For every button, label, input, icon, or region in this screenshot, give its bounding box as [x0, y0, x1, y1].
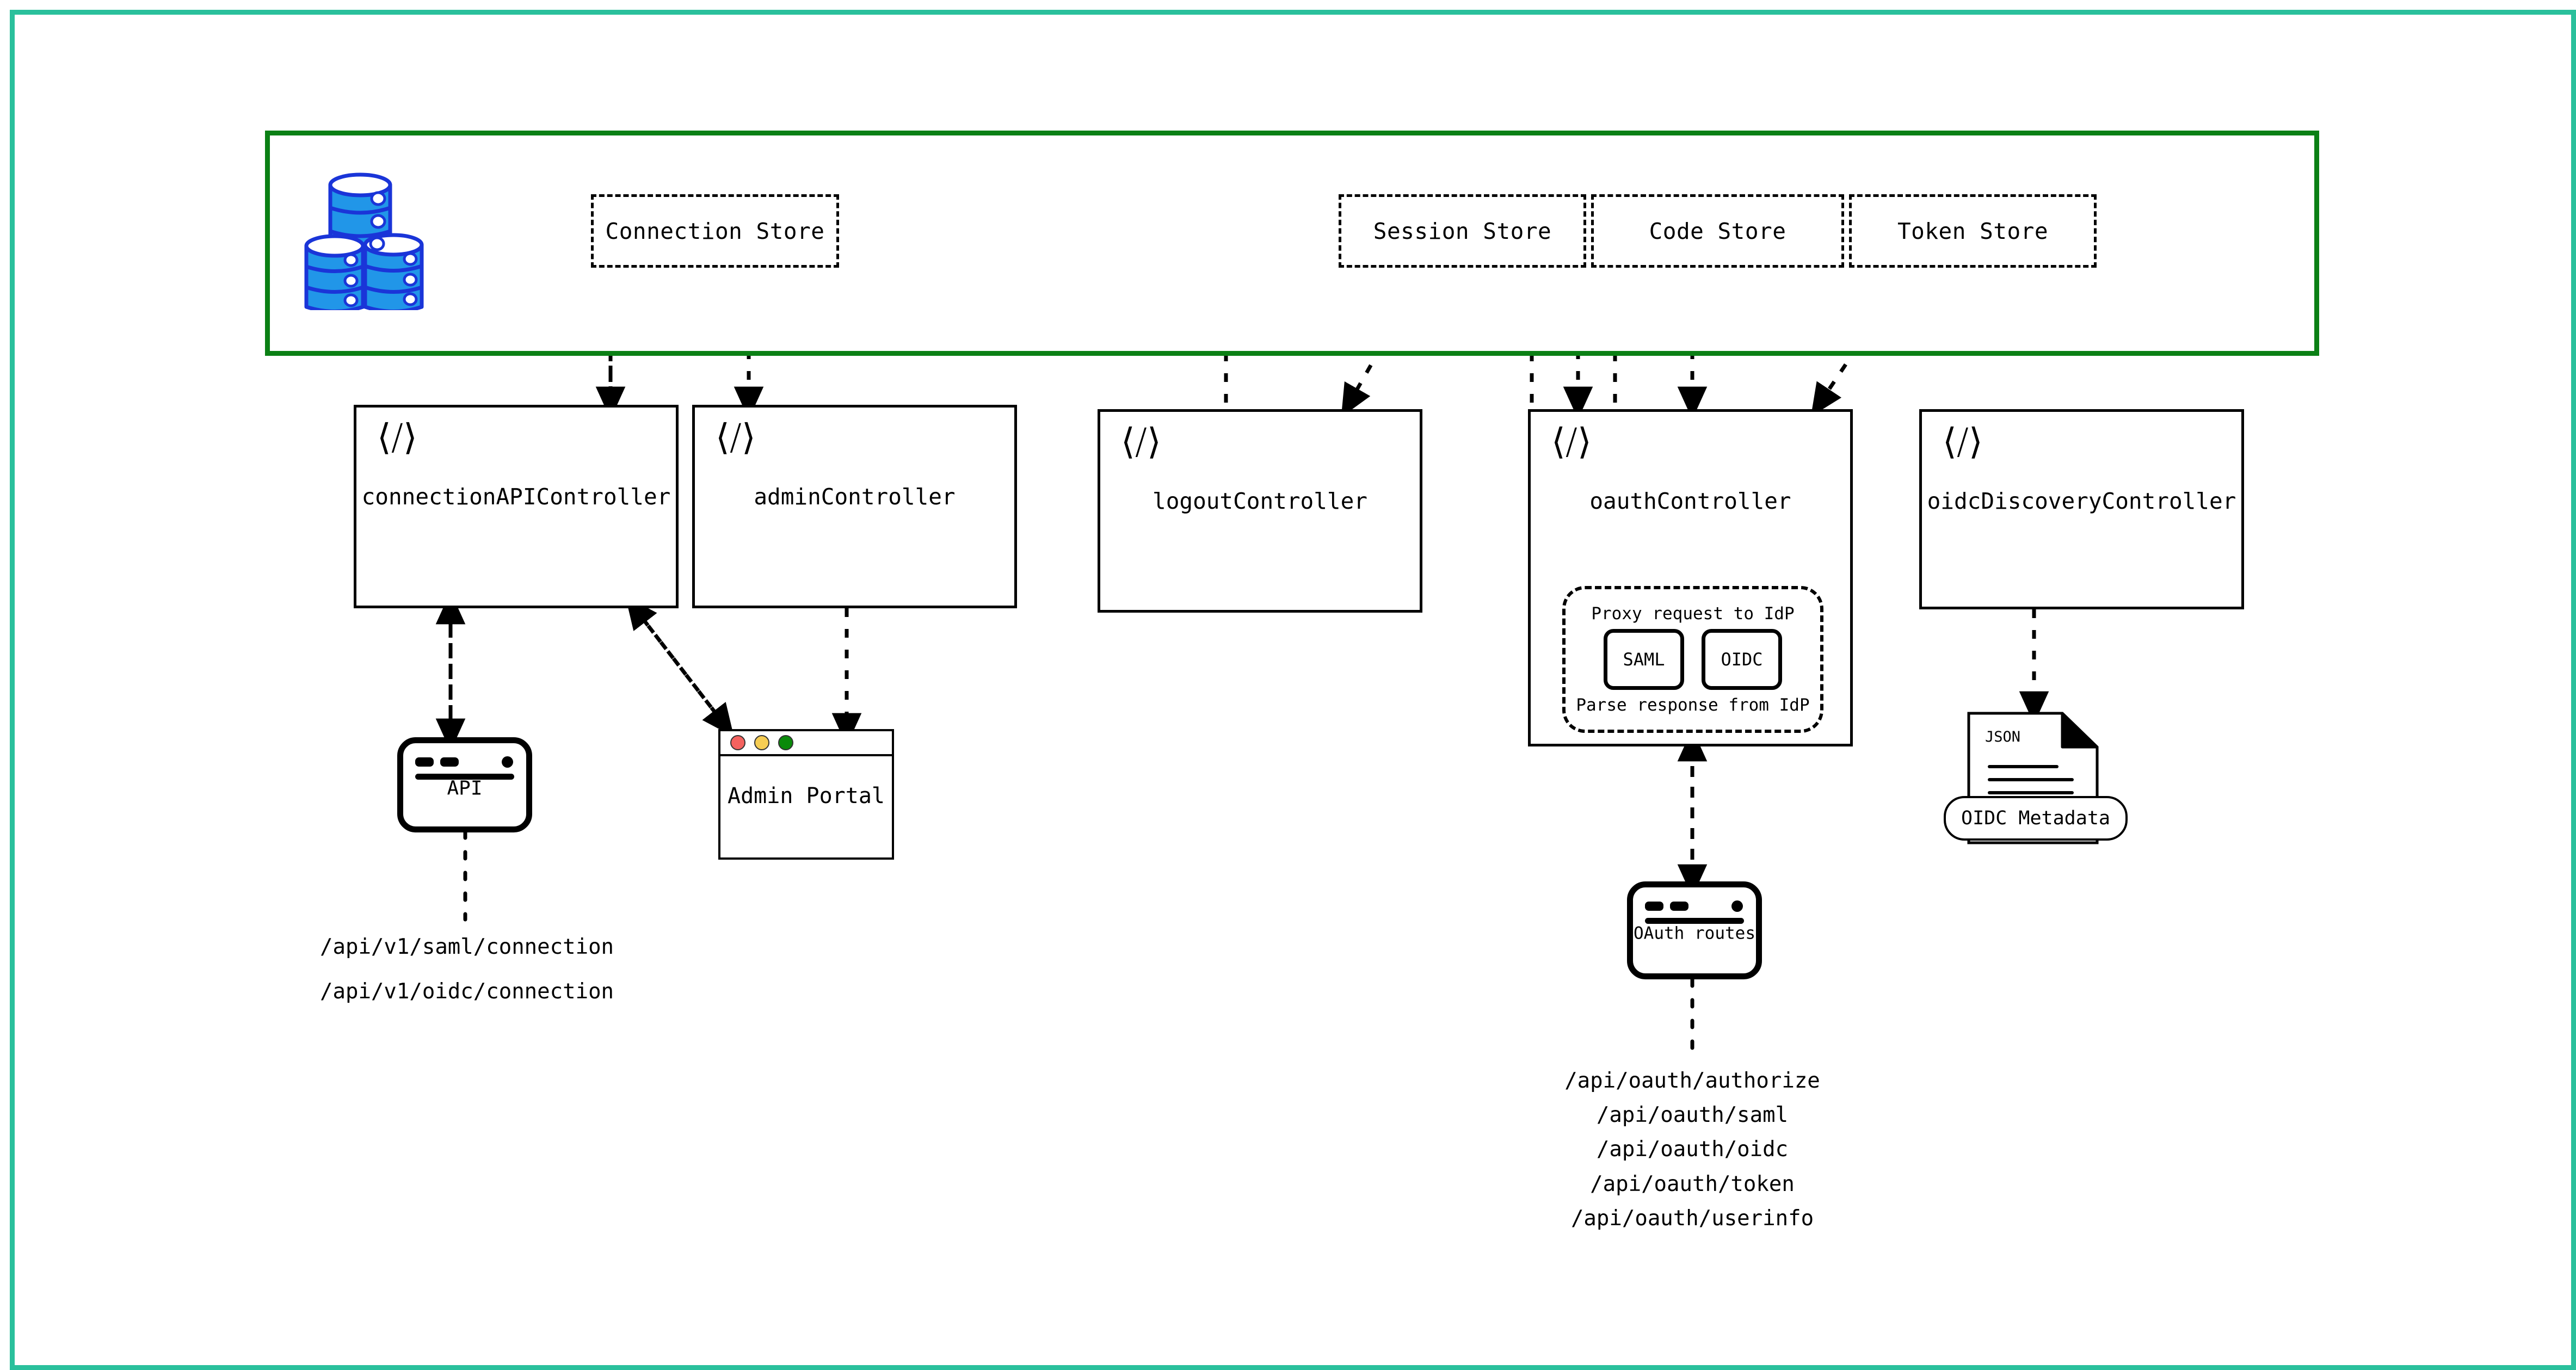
code-tag-icon: ⟨/⟩: [377, 416, 417, 458]
store-label: Session Store: [1373, 218, 1552, 244]
idp-panel-bottom-caption: Parse response from IdP: [1576, 695, 1810, 715]
store-label: Code Store: [1649, 218, 1786, 244]
controller-oauth-controller[interactable]: ⟨/⟩ oauthController Proxy request to IdP…: [1528, 409, 1853, 746]
titlebar-divider: [415, 774, 514, 780]
titlebar-divider: [1645, 918, 1744, 924]
connection-path: /api/v1/saml/connection: [320, 935, 614, 959]
titlebar-dot: [502, 756, 513, 768]
controller-oidc-discovery-controller[interactable]: ⟨/⟩ oidcDiscoveryController: [1919, 409, 2244, 609]
controller-logout-controller[interactable]: ⟨/⟩ logoutController: [1098, 409, 1422, 613]
store-label: Connection Store: [605, 218, 825, 244]
controller-label: adminController: [754, 484, 956, 510]
database-cluster-icon: [302, 163, 443, 313]
code-tag-icon: ⟨/⟩: [716, 416, 756, 458]
code-tag-icon: ⟨/⟩: [1121, 421, 1161, 462]
oidc-button[interactable]: OIDC: [1702, 629, 1782, 690]
oidc-metadata-document[interactable]: JSON OIDC Metadata: [1944, 710, 2128, 846]
api-node-label: API: [447, 777, 483, 800]
titlebar-dot: [440, 757, 459, 767]
json-badge-text: JSON: [1985, 729, 2020, 745]
admin-portal-window[interactable]: Admin Portal: [718, 729, 894, 860]
controller-label: oidcDiscoveryController: [1927, 488, 2236, 514]
oauth-route: /api/oauth/authorize: [1564, 1069, 1820, 1093]
idp-proxy-panel: Proxy request to IdP SAML OIDC Parse res…: [1562, 586, 1823, 733]
oauth-route-list: /api/oauth/authorize /api/oauth/saml /ap…: [1502, 1064, 1883, 1236]
window-titlebar: [403, 752, 526, 776]
connection-api-paths: /api/v1/saml/connection /api/v1/oidc/con…: [320, 925, 614, 1014]
code-tag-icon: ⟨/⟩: [1551, 421, 1592, 462]
controller-label: connectionAPIController: [361, 484, 671, 510]
api-node[interactable]: API: [397, 737, 532, 832]
window-maximize-dot: [778, 735, 793, 750]
admin-portal-label: Admin Portal: [728, 783, 885, 809]
idp-protocol-row: SAML OIDC: [1604, 629, 1782, 690]
controller-admin-controller[interactable]: ⟨/⟩ adminController: [692, 405, 1017, 608]
browser-titlebar: [720, 731, 892, 756]
store-code-store[interactable]: Code Store: [1591, 194, 1844, 268]
oauth-routes-node[interactable]: OAuth routes: [1627, 881, 1762, 979]
diagram-outer-frame: [10, 10, 2576, 1370]
titlebar-dot: [415, 757, 434, 767]
oauth-route: /api/oauth/token: [1590, 1171, 1795, 1196]
window-close-dot: [730, 735, 745, 750]
window-minimize-dot: [754, 735, 769, 750]
titlebar-dot: [1670, 902, 1688, 911]
connection-path: /api/v1/oidc/connection: [320, 979, 614, 1004]
controller-label: logoutController: [1153, 488, 1367, 514]
titlebar-dot: [1645, 902, 1663, 911]
oidc-metadata-label: OIDC Metadata: [1944, 796, 2128, 841]
window-titlebar: [1633, 896, 1756, 920]
store-session-store[interactable]: Session Store: [1339, 194, 1586, 268]
oauth-routes-label: OAuth routes: [1634, 923, 1755, 943]
oauth-route: /api/oauth/oidc: [1596, 1137, 1789, 1162]
titlebar-dot: [1731, 900, 1743, 912]
oauth-route: /api/oauth/userinfo: [1570, 1206, 1814, 1231]
controller-label: oauthController: [1589, 488, 1791, 514]
saml-button[interactable]: SAML: [1604, 629, 1684, 690]
idp-panel-top-caption: Proxy request to IdP: [1591, 604, 1795, 624]
store-label: Token Store: [1897, 218, 2049, 244]
store-connection-store[interactable]: Connection Store: [591, 194, 839, 268]
store-token-store[interactable]: Token Store: [1849, 194, 2097, 268]
code-tag-icon: ⟨/⟩: [1943, 421, 1983, 462]
oauth-route: /api/oauth/saml: [1596, 1103, 1789, 1128]
controller-connection-api-controller[interactable]: ⟨/⟩ connectionAPIController: [354, 405, 679, 608]
